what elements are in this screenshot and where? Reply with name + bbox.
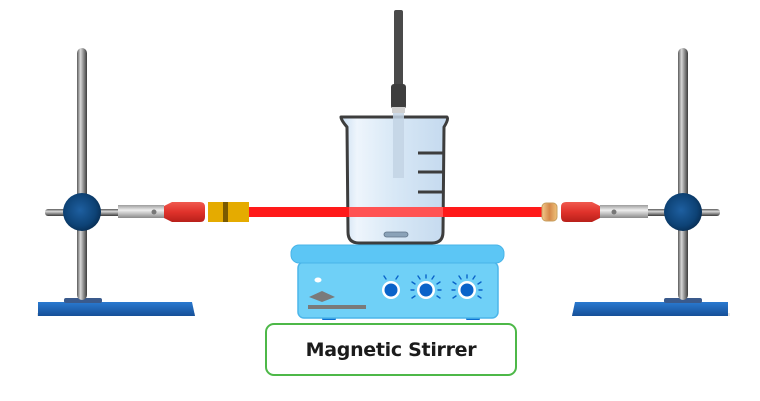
beaker-stir-bar [383, 231, 409, 238]
left-retort-stand [37, 48, 195, 316]
right-clamp-arm [600, 205, 648, 218]
right-connector [541, 202, 600, 222]
fiber-in-beaker-highlight [349, 207, 443, 217]
left-coupler-band [223, 202, 228, 222]
magnetic-stirrer [290, 244, 505, 320]
right-stand-base [572, 302, 728, 316]
left-clamp-arm [118, 205, 164, 218]
left-stand-base-collar [64, 298, 102, 303]
right-boss-clamp [664, 193, 702, 231]
right-red-grip [561, 202, 600, 222]
left-stand-base [38, 302, 195, 316]
left-clamp-screw [151, 209, 157, 215]
stirrer-knob-2[interactable] [410, 274, 442, 299]
left-boss-clamp [63, 193, 101, 231]
stirrer-knob-1[interactable] [382, 275, 400, 299]
right-brass-ferrule [541, 202, 558, 222]
magnetic-stirrer-label: Magnetic Stirrer [305, 338, 477, 361]
probe-cable [394, 10, 403, 87]
right-stand-base-collar [664, 298, 702, 303]
probe [391, 10, 406, 113]
stirrer-top-plate [290, 244, 505, 264]
right-retort-stand [572, 48, 730, 316]
stirrer-indicator-light [314, 277, 322, 283]
left-stand-rod [77, 48, 87, 300]
red-fiber [249, 207, 542, 217]
right-clamp-screw [611, 209, 617, 215]
right-stand-rod [678, 48, 688, 300]
probe-tip-in-beaker [393, 113, 404, 178]
stirrer-slot [308, 305, 366, 309]
probe-handle [391, 84, 406, 109]
left-yellow-coupler [208, 202, 249, 222]
probe-collar [392, 107, 405, 113]
beaker [339, 113, 450, 245]
left-connector [164, 202, 249, 222]
stirrer-knob-3[interactable] [451, 274, 483, 299]
stirrer-display-icon [309, 291, 335, 302]
left-red-grip [164, 202, 205, 222]
label-box: Magnetic Stirrer [265, 323, 517, 376]
